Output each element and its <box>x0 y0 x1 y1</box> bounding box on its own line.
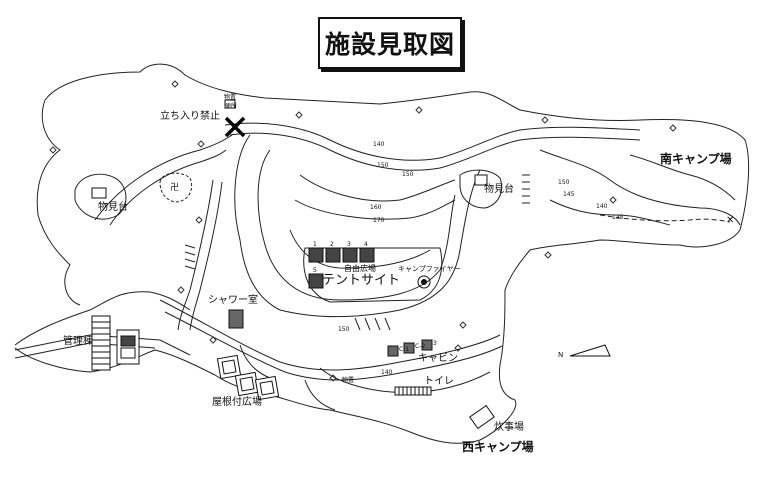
elevation-label: 140 <box>373 141 385 148</box>
tent-number: 5 <box>313 267 317 274</box>
cabin-number: 3 <box>433 340 437 347</box>
cabin-label: キャビン <box>418 353 458 364</box>
x-mark-east: ✕ <box>726 215 735 226</box>
toilet-label: トイレ <box>424 376 454 387</box>
north-arrow <box>569 344 611 357</box>
tent-number: 2 <box>330 241 334 248</box>
tent-number: 1 <box>313 241 317 248</box>
tree-markers <box>49 80 677 382</box>
storage-top-label: 物置 <box>224 94 237 101</box>
tent-number: 4 <box>364 241 368 248</box>
terrain-outline <box>14 63 750 444</box>
elevation-label: 150 <box>377 162 389 169</box>
lookout-ne-box <box>474 174 488 186</box>
tent-1 <box>308 247 324 263</box>
map-title-box: 施設見取図 <box>318 17 462 69</box>
tent-2 <box>325 247 341 263</box>
elevation-label: 135 <box>612 214 624 221</box>
free-plaza-label: 自由広場 <box>344 264 376 273</box>
roofed-plaza-buildings <box>216 354 280 401</box>
storage-building <box>224 99 236 109</box>
shower-building <box>228 309 244 329</box>
lookout-ne-label: 物見台 <box>484 184 514 195</box>
tent-number: 3 <box>347 241 351 248</box>
tent-5 <box>308 273 324 289</box>
no-entry-mark <box>224 116 246 138</box>
tent-group <box>308 247 375 289</box>
roofed-plaza-label: 屋根付広場 <box>212 397 262 408</box>
elevation-label: 150 <box>558 179 570 186</box>
elevation-label: 170 <box>373 217 385 224</box>
storage-mid-label: 物置 <box>342 377 355 384</box>
tent-3 <box>342 247 358 263</box>
north-label: N <box>558 351 564 359</box>
elevation-label: 140 <box>596 203 608 210</box>
cabin-number: C-1 <box>399 346 410 353</box>
toilet-top-label: 便所 <box>225 103 238 110</box>
campfire-label: キャンプファイヤー <box>398 265 461 273</box>
lookout-symbol: 卍 <box>170 183 180 193</box>
south-camp-label: 南キャンプ場 <box>660 152 732 166</box>
lookout-nw-box <box>91 187 107 199</box>
map-title: 施設見取図 <box>324 30 455 59</box>
lookout-nw-label: 物見台 <box>98 202 128 213</box>
admin-label: 管理棟 <box>63 336 93 347</box>
elevation-label: 150 <box>338 326 350 333</box>
west-camp-label: 西キャンプ場 <box>462 440 534 454</box>
admin-building <box>91 315 140 371</box>
elevation-label: 160 <box>370 204 382 211</box>
tent-4 <box>359 247 375 263</box>
cabin-number: C-2 <box>415 343 426 350</box>
main-road <box>224 122 641 161</box>
cabin-group <box>387 339 433 357</box>
tent-site-label: テントサイト <box>322 273 401 288</box>
kitchen-label: 炊事場 <box>494 422 524 433</box>
shower-label: シャワー室 <box>208 295 258 306</box>
no-entry-label: 立ち入り禁止 <box>160 111 220 122</box>
elevation-label: 145 <box>563 191 575 198</box>
elevation-label: 150 <box>402 171 414 178</box>
elevation-label: 140 <box>381 369 393 376</box>
kitchen-building <box>469 404 495 430</box>
campfire-marker <box>417 275 431 289</box>
toilet-building <box>394 386 432 396</box>
